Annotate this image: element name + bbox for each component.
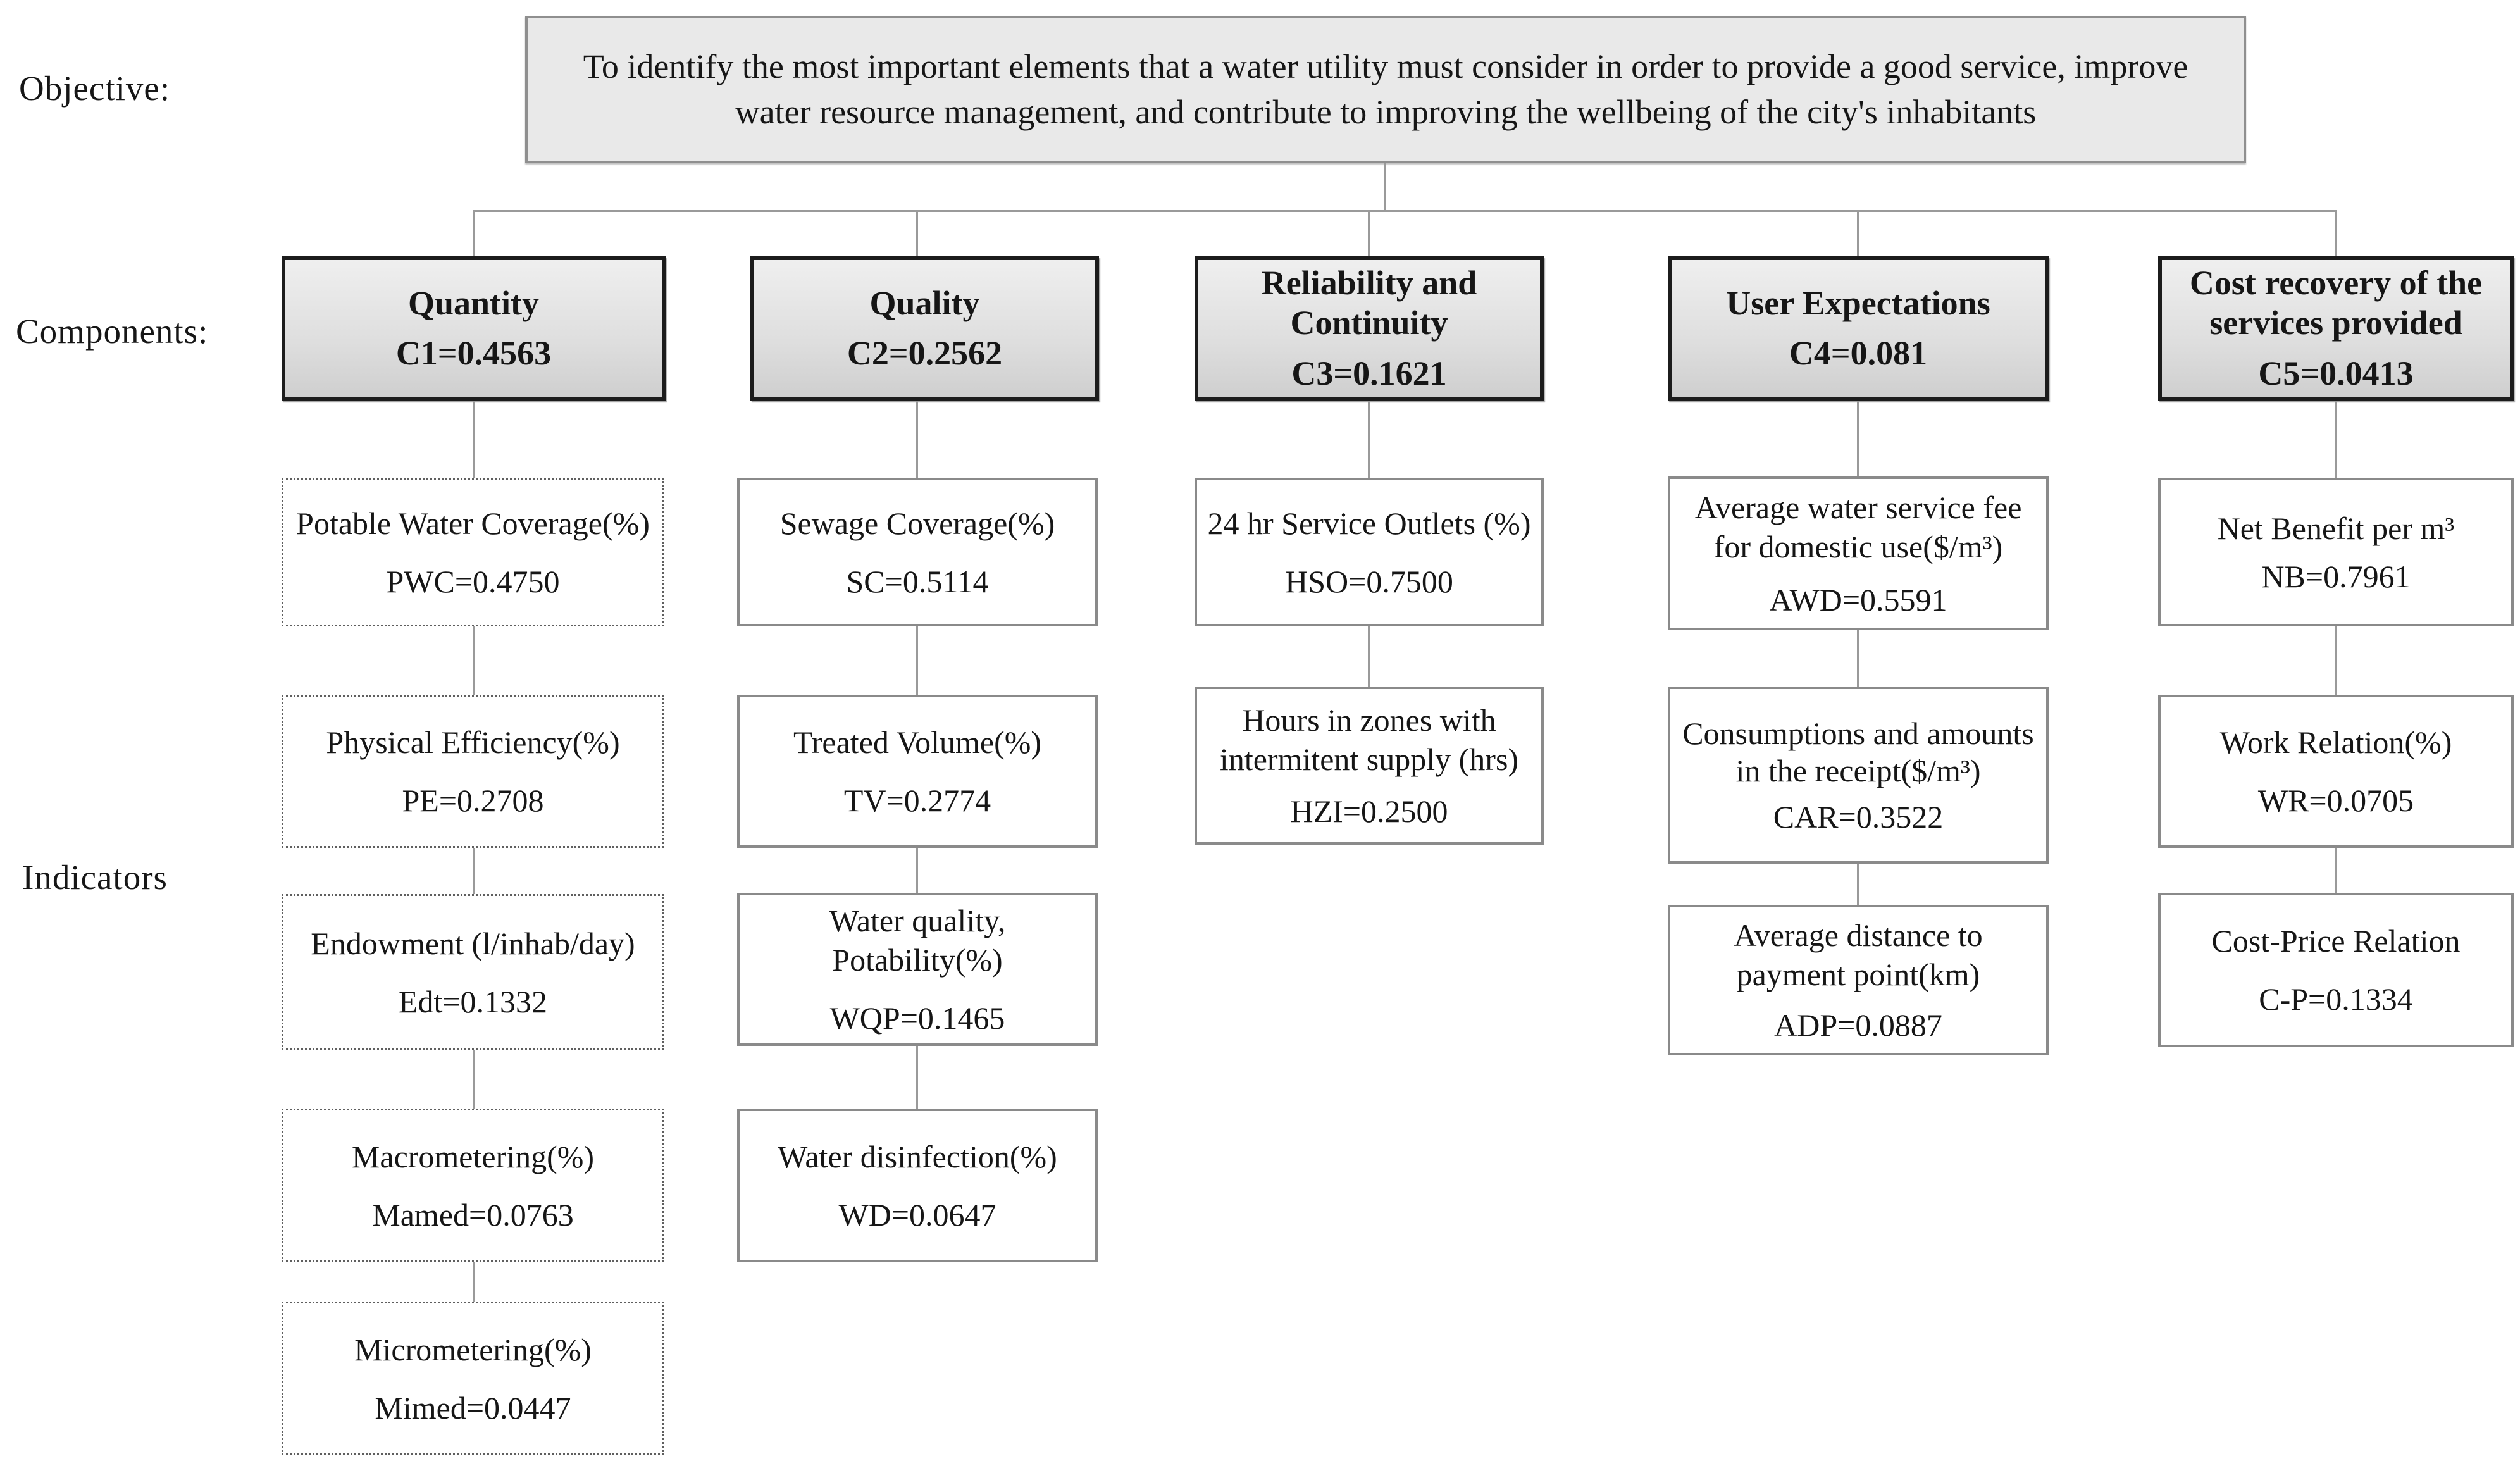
objective-row-label: Objective: [19, 69, 171, 108]
indicator-weight: PE=0.2708 [402, 783, 544, 818]
component-reliability-continuity: Reliability and Continuity C3=0.1621 [1195, 256, 1544, 401]
connector [473, 1050, 475, 1109]
indicator-title: Endowment (l/inhab/day) [311, 925, 635, 961]
connector-stub-cost-recovery [2335, 211, 2337, 256]
indicator-title: Potable Water Coverage(%) [296, 505, 650, 541]
indicator-weight: NB=0.7961 [2261, 558, 2411, 594]
components-row-label: Components: [16, 312, 209, 351]
indicator-title: Treated Volume(%) [793, 724, 1042, 760]
indicator-weight: PWC=0.4750 [386, 563, 560, 599]
component-quality: Quality C2=0.2562 [750, 256, 1099, 401]
indicator-title: Physical Efficiency(%) [326, 724, 620, 760]
indicator-weight: Mimed=0.0447 [375, 1390, 571, 1426]
indicator-physical-efficiency: Physical Efficiency(%) PE=0.2708 [282, 695, 664, 848]
connector [2335, 848, 2337, 893]
connector-objective-stem [1384, 163, 1386, 211]
indicator-title: Cost-Price Relation [2211, 923, 2461, 959]
indicator-title: Work Relation(%) [2219, 724, 2452, 760]
component-weight: C1=0.4563 [395, 334, 552, 372]
connector [473, 848, 475, 894]
indicator-24hr-service-outlets: 24 hr Service Outlets (%) HSO=0.7500 [1195, 478, 1544, 626]
indicator-weight: HSO=0.7500 [1285, 563, 1453, 599]
indicator-title: Hours in zones with intermitent supply (… [1219, 702, 1519, 777]
indicator-average-water-service-fee: Average water service fee for domestic u… [1668, 476, 2049, 630]
connector-stub-user-expectations [1857, 211, 1859, 256]
indicator-potable-water-coverage: Potable Water Coverage(%) PWC=0.4750 [282, 478, 664, 626]
connector [1857, 630, 1859, 687]
component-weight: C2=0.2562 [847, 334, 1003, 372]
component-user-expectations: User Expectations C4=0.081 [1668, 256, 2049, 401]
indicator-average-distance-payment-point: Average distance to payment point(km) AD… [1668, 905, 2049, 1055]
indicator-cost-price-relation: Cost-Price Relation C-P=0.1334 [2158, 893, 2514, 1047]
connector [473, 401, 475, 478]
connector [916, 401, 918, 478]
connector [473, 626, 475, 695]
component-weight: C4=0.081 [1789, 334, 1928, 372]
connector [1857, 864, 1859, 905]
component-cost-recovery: Cost recovery of the services provided C… [2158, 256, 2514, 401]
connector [2335, 626, 2337, 695]
indicator-weight: Edt=0.1332 [398, 983, 548, 1019]
indicator-weight: WQP=0.1465 [829, 1000, 1005, 1036]
indicator-title: Water quality, Potability(%) [829, 903, 1006, 978]
objective-text: To identify the most important elements … [583, 47, 2188, 131]
connector [473, 1262, 475, 1302]
component-title: User Expectations [1726, 283, 1990, 322]
indicator-hours-intermitent-supply: Hours in zones with intermitent supply (… [1195, 687, 1544, 845]
connector-stub-quantity [473, 211, 475, 256]
indicator-weight: C-P=0.1334 [2259, 981, 2413, 1017]
indicator-title: Average water service fee for domestic u… [1694, 489, 2022, 564]
indicator-weight: TV=0.2774 [843, 783, 991, 818]
indicator-weight: ADP=0.0887 [1774, 1007, 1942, 1043]
indicator-weight: CAR=0.3522 [1773, 799, 1944, 835]
indicator-weight: Mamed=0.0763 [372, 1197, 574, 1233]
indicator-macrometering: Macrometering(%) Mamed=0.0763 [282, 1109, 664, 1262]
indicator-endowment: Endowment (l/inhab/day) Edt=0.1332 [282, 894, 664, 1050]
indicator-weight: HZI=0.2500 [1290, 793, 1448, 829]
component-title: Cost recovery of the services provided [2189, 264, 2483, 342]
indicator-title: Micrometering(%) [354, 1331, 592, 1367]
indicator-weight: SC=0.5114 [846, 563, 989, 599]
component-title: Reliability and Continuity [1261, 264, 1477, 342]
indicator-title: Consumptions and amounts in the receipt(… [1682, 715, 2034, 788]
connector [1368, 626, 1370, 687]
connector-stub-reliability [1368, 211, 1370, 256]
indicator-weight: AWD=0.5591 [1769, 581, 1947, 618]
indicator-weight: WD=0.0647 [838, 1197, 996, 1233]
indicator-treated-volume: Treated Volume(%) TV=0.2774 [737, 695, 1098, 848]
component-title: Quantity [407, 283, 540, 322]
component-weight: C5=0.0413 [2258, 354, 2414, 392]
component-weight: C3=0.1621 [1291, 354, 1447, 392]
component-quantity: Quantity C1=0.4563 [282, 256, 666, 401]
indicator-consumptions-amounts-receipt: Consumptions and amounts in the receipt(… [1668, 687, 2049, 864]
indicator-water-quality-potability: Water quality, Potability(%) WQP=0.1465 [737, 893, 1098, 1046]
connector [916, 626, 918, 695]
connector-stub-quality [916, 211, 918, 256]
component-title: Quality [869, 283, 980, 322]
indicator-work-relation: Work Relation(%) WR=0.0705 [2158, 695, 2514, 848]
connector [1368, 401, 1370, 478]
indicator-title: Net Benefit per m³ [2217, 510, 2455, 546]
indicator-title: Water disinfection(%) [778, 1138, 1057, 1174]
connector [916, 1046, 918, 1109]
indicator-title: 24 hr Service Outlets (%) [1207, 505, 1531, 541]
connector [916, 848, 918, 893]
objective-box: To identify the most important elements … [525, 16, 2246, 163]
indicator-net-benefit: Net Benefit per m³ NB=0.7961 [2158, 478, 2514, 626]
connector [2335, 401, 2337, 478]
indicator-title: Sewage Coverage(%) [779, 505, 1055, 541]
indicator-weight: WR=0.0705 [2257, 783, 2414, 818]
connector [1857, 401, 1859, 476]
indicator-title: Macrometering(%) [351, 1138, 595, 1174]
indicator-water-disinfection: Water disinfection(%) WD=0.0647 [737, 1109, 1098, 1262]
indicators-row-label: Indicators [22, 858, 168, 897]
indicator-sewage-coverage: Sewage Coverage(%) SC=0.5114 [737, 478, 1098, 626]
indicator-micrometering: Micrometering(%) Mimed=0.0447 [282, 1302, 664, 1455]
indicator-title: Average distance to payment point(km) [1734, 917, 1983, 992]
connector-bus [473, 210, 2337, 212]
